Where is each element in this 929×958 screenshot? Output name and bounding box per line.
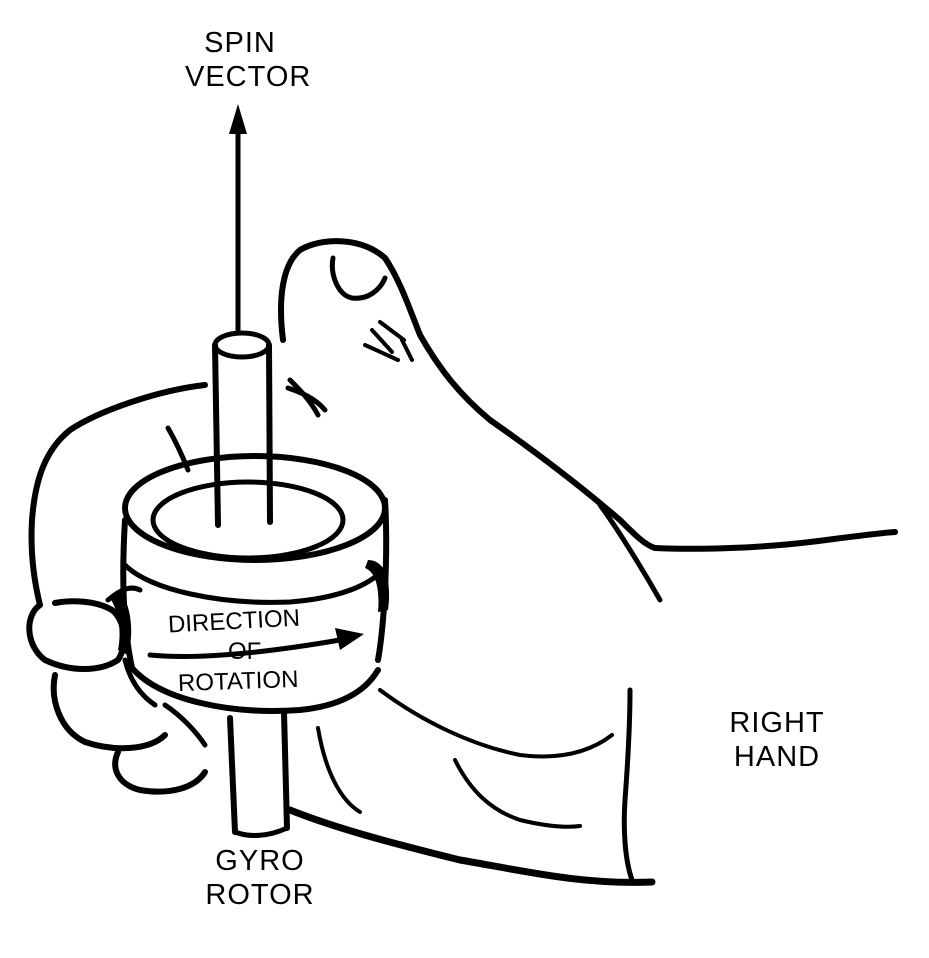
- spin-vector-label: SPIN VECTOR: [185, 26, 312, 94]
- spin-vector-arrow: [229, 104, 247, 333]
- vector-label-line-2: VECTOR: [185, 61, 312, 93]
- right-hand-label: RIGHT HAND: [722, 706, 832, 774]
- rotation-label: ROTATION: [177, 665, 299, 698]
- right-label-line-1: RIGHT: [729, 707, 825, 739]
- arrowhead-icon: [229, 104, 247, 134]
- gyro-rotor-body: [120, 453, 390, 714]
- of-label: OF: [228, 638, 262, 665]
- spin-label-line-1: SPIN: [204, 27, 276, 59]
- arrowhead-icon: [335, 628, 364, 650]
- gyro-label-line-1: GYRO: [215, 845, 305, 877]
- hand-outline: [278, 238, 898, 886]
- gyro-rotor-label: GYRO ROTOR: [200, 844, 320, 912]
- rotation-arrow: [147, 628, 364, 660]
- rotor-shaft: [212, 330, 290, 838]
- hand-label-line-2: HAND: [733, 741, 821, 773]
- rotor-label-line-2: ROTOR: [205, 879, 315, 911]
